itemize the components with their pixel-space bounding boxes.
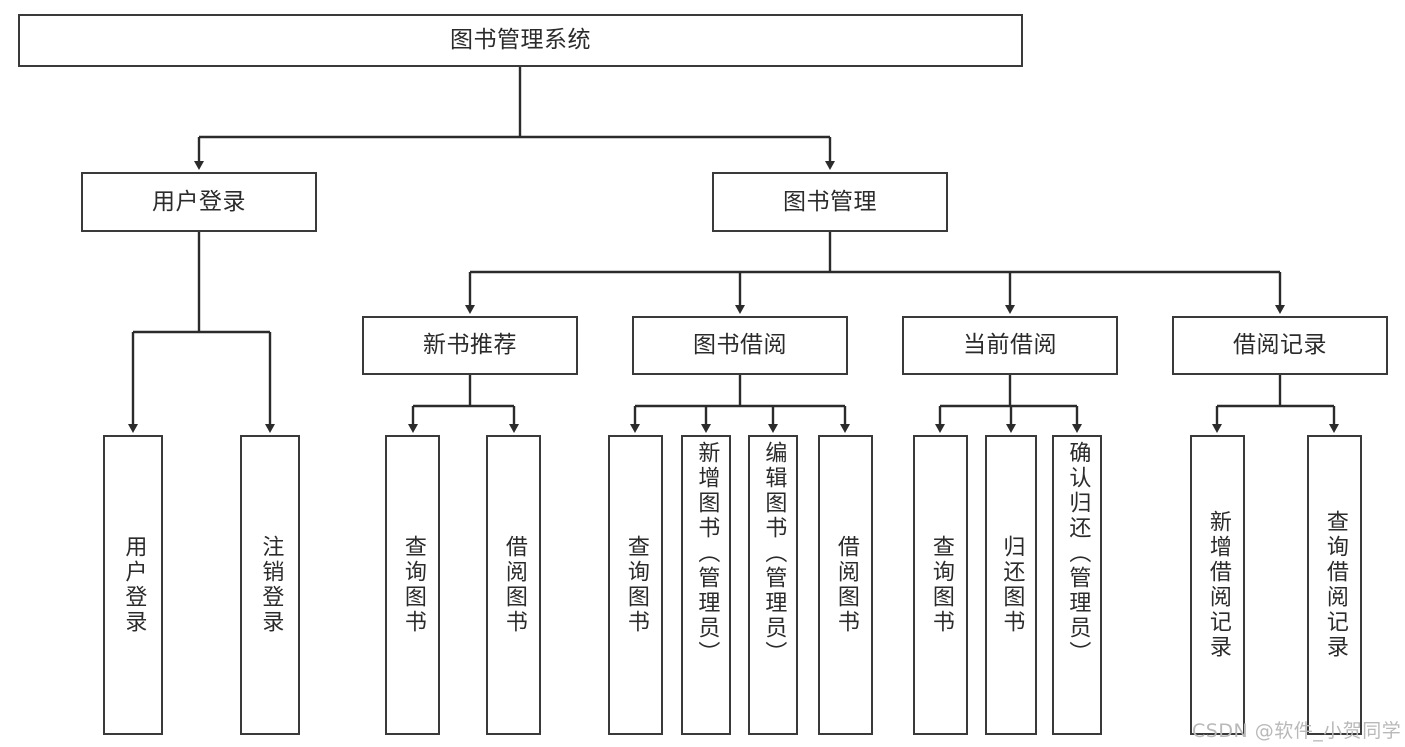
- node-book-borrow-label: 图书借阅: [693, 332, 787, 359]
- watermark: CSDN @软件_小贺同学: [1192, 720, 1402, 742]
- node-leaf-add-record-label: 新增借阅记录: [1205, 510, 1231, 660]
- node-leaf-return-book-label: 归还图书: [999, 535, 1025, 635]
- node-leaf-user-logout-label: 注销登录: [258, 535, 284, 635]
- node-leaf-query-book-3[interactable]: 查询图书: [913, 435, 968, 735]
- node-leaf-confirm-return-label: 确认归还（管理员）: [1065, 441, 1091, 666]
- node-root-label: 图书管理系统: [450, 27, 591, 54]
- node-leaf-query-book-1-label: 查询图书: [400, 535, 426, 635]
- node-leaf-borrow-book-2[interactable]: 借阅图书: [818, 435, 873, 735]
- node-leaf-borrow-book-1-label: 借阅图书: [501, 535, 527, 635]
- node-leaf-add-record[interactable]: 新增借阅记录: [1190, 435, 1245, 735]
- node-leaf-borrow-book-1[interactable]: 借阅图书: [486, 435, 541, 735]
- node-leaf-user-login-label: 用户登录: [121, 535, 147, 635]
- node-borrow-record[interactable]: 借阅记录: [1172, 316, 1388, 375]
- node-leaf-query-book-3-label: 查询图书: [928, 535, 954, 635]
- node-leaf-user-logout[interactable]: 注销登录: [240, 435, 300, 735]
- node-book-manage[interactable]: 图书管理: [712, 172, 948, 232]
- node-leaf-query-book-2[interactable]: 查询图书: [608, 435, 663, 735]
- node-leaf-return-book[interactable]: 归还图书: [985, 435, 1037, 735]
- node-leaf-add-book[interactable]: 新增图书（管理员）: [681, 435, 731, 735]
- node-root[interactable]: 图书管理系统: [18, 14, 1023, 67]
- node-leaf-edit-book-label: 编辑图书（管理员）: [761, 441, 787, 666]
- node-current-borrow-label: 当前借阅: [963, 332, 1057, 359]
- node-borrow-record-label: 借阅记录: [1233, 332, 1327, 359]
- node-book-borrow[interactable]: 图书借阅: [632, 316, 848, 375]
- node-leaf-add-book-label: 新增图书（管理员）: [694, 441, 720, 666]
- node-book-manage-label: 图书管理: [783, 188, 877, 215]
- node-leaf-query-book-2-label: 查询图书: [623, 535, 649, 635]
- node-leaf-user-login[interactable]: 用户登录: [103, 435, 163, 735]
- node-user-login-label: 用户登录: [152, 188, 246, 215]
- node-current-borrow[interactable]: 当前借阅: [902, 316, 1118, 375]
- node-leaf-query-record[interactable]: 查询借阅记录: [1307, 435, 1362, 735]
- node-leaf-borrow-book-2-label: 借阅图书: [833, 535, 859, 635]
- node-new-book-rec-label: 新书推荐: [423, 332, 517, 359]
- node-leaf-query-book-1[interactable]: 查询图书: [385, 435, 440, 735]
- node-new-book-rec[interactable]: 新书推荐: [362, 316, 578, 375]
- node-leaf-query-record-label: 查询借阅记录: [1322, 510, 1348, 660]
- node-leaf-confirm-return[interactable]: 确认归还（管理员）: [1052, 435, 1102, 735]
- node-user-login[interactable]: 用户登录: [81, 172, 317, 232]
- node-leaf-edit-book[interactable]: 编辑图书（管理员）: [748, 435, 798, 735]
